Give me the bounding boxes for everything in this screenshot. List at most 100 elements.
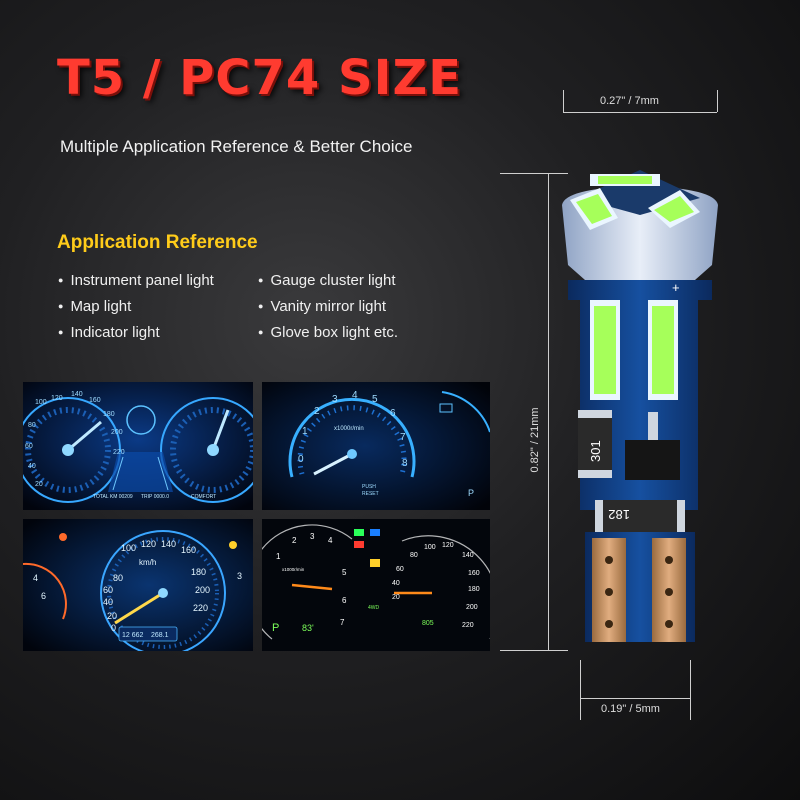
rpm-tick: 7 [340,618,345,627]
dim-bottom-line [580,698,690,699]
dim-top-tick-right [717,90,718,112]
tick-label: 20 [35,481,43,488]
speed-gauge-ring [100,530,226,651]
speed-tick: 100 [121,543,136,553]
speed-tick: 100 [424,544,436,551]
oil-warning-icon [370,559,380,567]
trip-readout: 268.1 [151,632,169,639]
speed-tick: 60 [103,585,113,595]
speed-tick: 140 [462,552,474,559]
application-list-right: Gauge cluster light Vanity mirror light … [258,268,398,346]
t5-led-bulb: + 301 182 [562,170,718,642]
cluster-3-image: 80 100 120 140 160 180 200 220 60 40 20 … [23,519,253,651]
dim-top-line [563,112,717,113]
push-label: PUSH [362,484,376,490]
rpm-tick: 1 [302,426,308,437]
cluster-photo-4: 1 2 3 4 5 6 7 x1000r/min 80 100 120 140 … [262,519,490,651]
diode-chip [625,440,680,480]
tick-label: 220 [113,449,125,456]
polarity-sign: + [672,280,680,295]
rpm-tick: 1 [276,552,281,561]
speed-tick: 200 [466,604,478,611]
rpm-tick: 3 [332,394,338,405]
list-item: Map light [58,294,214,320]
rpm-tick: 8 [402,458,408,469]
cluster-2-image: 1 2 3 4 5 6 7 8 0 x1000r/min PUSH RESET … [262,382,490,510]
dim-height-line [548,173,549,650]
right-gauge-ring [160,397,253,503]
speed-tick: 120 [442,542,454,549]
tick-label: 100 [35,399,47,406]
dim-top-width-label: 0.27" / 7mm [600,95,659,107]
tick-label: 80 [28,422,36,429]
tick-label: 60 [25,443,33,450]
speed-tick: 20 [392,594,400,601]
left-gauge-ring [23,397,121,503]
resistor-301-code: 301 [588,440,603,462]
application-list-left: Instrument panel light Map light Indicat… [58,268,214,346]
mode-readout: 4WD [368,605,380,611]
speed-tick: 180 [191,567,206,577]
resistor-301 [578,410,612,478]
speed-tick: 20 [107,611,117,621]
temp-readout: 83' [302,623,314,633]
rpm-needle [313,452,353,476]
mode-readout: COMFORT [191,494,216,500]
speed-tick: 160 [468,570,480,577]
speed-tick: 120 [141,539,156,549]
rpm-unit: x1000r/min [334,426,364,432]
tick-label: 120 [51,395,63,402]
right-needle [211,409,230,451]
rpm-tick: 4 [328,536,333,545]
speed-tick: 220 [193,603,208,613]
left-needle [67,420,102,452]
speed-tick: 180 [468,586,480,593]
gear-indicator: P [468,488,474,498]
dim-bottom-tick-right [690,660,691,720]
speed-tick: 220 [462,622,474,629]
speed-tick: 40 [103,597,113,607]
gear-indicator: P [272,622,279,634]
rpm-zero: 0 [298,454,304,465]
side-tick: 4 [33,573,38,583]
speed-tick: 160 [181,545,196,555]
speed-tick: 80 [113,573,123,583]
tick-label: 140 [71,391,83,398]
list-item: Instrument panel light [58,268,213,294]
rpm-tick: 4 [352,390,358,401]
trip-readout: TRIP 0000.0 [141,494,169,500]
rpm-tick: 6 [342,596,347,605]
cluster-photo-1: 100 120 80 60 40 20 140 160 180 200 220 … [23,382,253,510]
rpm-arc [288,397,416,478]
speed-unit: km/h [139,558,156,567]
rpm-tick: 6 [390,408,396,419]
rpm-tick: 2 [292,536,297,545]
speed-tick: 60 [396,566,404,573]
speed-tick: 80 [410,552,418,559]
reset-label: RESET [362,491,379,497]
cluster-1-image: 100 120 80 60 40 20 140 160 180 200 220 … [23,382,253,510]
list-item: Indicator light [58,320,214,346]
cluster-4-image: 1 2 3 4 5 6 7 x1000r/min 80 100 120 140 … [262,519,490,651]
rpm-tick: 7 [400,432,406,443]
resistor-182-code: 182 [608,507,630,522]
cluster-photo-3: 80 100 120 140 160 180 200 220 60 40 20 … [23,519,253,651]
rpm-needle [291,583,333,591]
odometer-readout: 12 662 [122,632,144,639]
rpm-tick: 2 [314,406,320,417]
high-beam-icon [370,529,380,536]
dim-top-tick-left [563,90,564,112]
speed-tick: 200 [195,585,210,595]
application-heading: Application Reference [57,232,258,253]
odometer-readout: 805 [422,620,434,627]
list-item: Vanity mirror light [258,294,398,320]
dim-bottom-width-label: 0.19" / 5mm [601,703,660,715]
tick-label: 180 [103,411,115,418]
warning-light-icon [354,529,364,536]
tick-label: 160 [89,397,101,404]
page-title: T5 / PC74 SIZE [57,50,463,106]
odometer-readout: TOTAL KM 00209 [93,494,133,500]
list-item: Gauge cluster light [258,268,398,294]
speed-tick: 140 [161,539,176,549]
side-tick: 6 [41,591,46,601]
